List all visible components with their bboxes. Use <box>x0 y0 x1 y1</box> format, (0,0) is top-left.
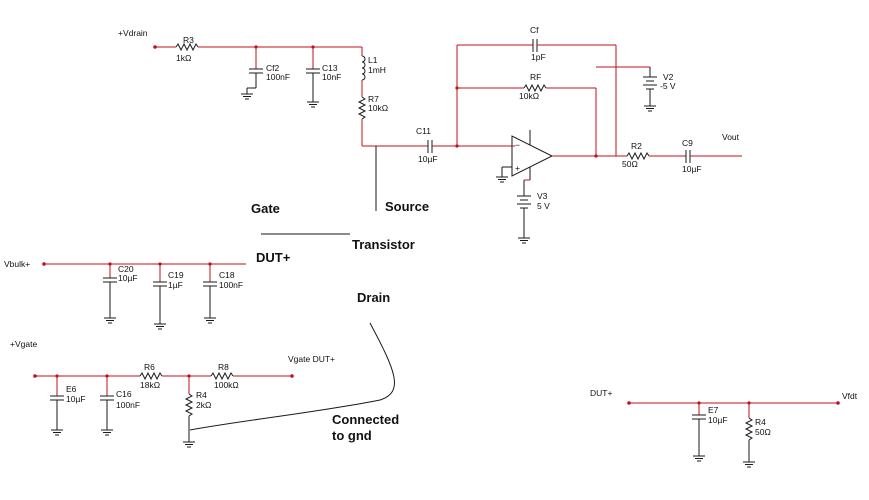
r3-value: 1kΩ <box>176 53 191 63</box>
r2-value: 50Ω <box>622 159 638 169</box>
opamp-minus: − <box>515 140 520 150</box>
opamp <box>511 135 554 177</box>
v3-value: 5 V <box>537 201 550 211</box>
e7-ref: E7 <box>708 405 719 415</box>
v3-ref: V3 <box>537 191 548 201</box>
c11-ref: C11 <box>416 126 431 136</box>
vfdt-section: DUT+ Vfdt E7 10µF R4 50Ω <box>590 388 858 468</box>
opamp-plus: + <box>515 163 520 173</box>
resistor-r3 <box>175 42 199 52</box>
cf-value: 1pF <box>531 52 546 62</box>
net-label-vdrain: +Vdrain <box>118 28 148 38</box>
vdrain-section: +Vdrain R3 1kΩ Cf2 100nF C13 10nF <box>118 28 515 211</box>
drain-to-gnd-curve <box>189 322 395 431</box>
capacitor-c11 <box>427 140 433 153</box>
rf-ref: RF <box>530 72 541 82</box>
capacitor-c20 <box>103 277 117 283</box>
net-label-vout: Vout <box>722 132 740 142</box>
r2-ref: R2 <box>631 141 642 151</box>
capacitor-c13 <box>306 68 320 74</box>
c16-value: 100nF <box>116 400 140 410</box>
net-label-vgate: +Vgate <box>10 339 37 349</box>
capacitor-e6 <box>50 395 64 401</box>
l1-value: 1mH <box>368 65 386 75</box>
r4b-value: 50Ω <box>755 427 771 437</box>
resistor-r4-out <box>744 417 754 441</box>
l1-ref: L1 <box>368 55 378 65</box>
resistor-r4-gate <box>184 393 194 417</box>
battery-v3 <box>517 195 531 209</box>
amplifier-section: Cf 1pF RF 10kΩ − + V2 -5 <box>455 25 742 244</box>
capacitor-e7 <box>692 414 706 420</box>
c9-value: 10µF <box>682 164 702 174</box>
vgate-section: +Vgate E6 10µF C16 100nF R6 18kΩ R4 2kΩ <box>10 339 335 448</box>
net-label-vgate-dut: Vgate DUT+ <box>288 354 335 364</box>
r4b-ref: R4 <box>755 417 766 427</box>
net-label-vfdt: Vfdt <box>842 391 858 401</box>
transistor-label: Transistor <box>352 237 415 252</box>
r6-value: 18kΩ <box>140 380 160 390</box>
inductor-l1 <box>361 55 366 81</box>
c18-ref: C18 <box>219 270 235 280</box>
r4a-ref: R4 <box>196 390 207 400</box>
dut-label: DUT+ <box>256 250 291 265</box>
c9-ref: C9 <box>682 138 693 148</box>
cf2-ref: Cf2 <box>266 63 280 73</box>
c11-value: 10µF <box>418 154 438 164</box>
c19-ref: C19 <box>168 270 184 280</box>
drain-label: Drain <box>357 290 390 305</box>
vbulk-section: Vbulk+ C20 10µF C19 1µF C18 100 <box>4 259 246 330</box>
r8-ref: R8 <box>218 362 229 372</box>
c20-value: 10µF <box>118 273 138 283</box>
transistor-annotation: Gate Source Transistor DUT+ Drain Connec… <box>189 199 429 443</box>
c18-value: 100nF <box>219 280 243 290</box>
capacitor-cf <box>532 39 538 52</box>
capacitor-c18 <box>203 281 217 287</box>
e6-ref: E6 <box>66 384 77 394</box>
battery-v2 <box>643 76 657 90</box>
capacitor-c16 <box>100 395 114 401</box>
r8-value: 100kΩ <box>214 380 239 390</box>
to-gnd-label: to gnd <box>332 428 372 443</box>
c19-value: 1µF <box>168 280 183 290</box>
v2-value: -5 V <box>660 81 676 91</box>
c16-ref: C16 <box>116 389 132 399</box>
r4a-value: 2kΩ <box>196 400 211 410</box>
e6-value: 10µF <box>66 394 86 404</box>
resistor-r6 <box>139 371 163 381</box>
cf-ref: Cf <box>530 25 539 35</box>
resistor-r7 <box>357 96 367 120</box>
net-label-dut-plus: DUT+ <box>590 388 612 398</box>
capacitor-c19 <box>153 281 167 287</box>
c13-ref: C13 <box>322 63 338 73</box>
capacitor-cf2 <box>249 68 263 74</box>
r7-ref: R7 <box>368 94 379 104</box>
cf2-value: 100nF <box>266 72 290 82</box>
capacitor-c9 <box>685 150 691 163</box>
c13-value: 10nF <box>322 72 341 82</box>
c20-ref: C20 <box>118 264 134 274</box>
r3-ref: R3 <box>183 35 194 45</box>
gate-label: Gate <box>251 201 280 216</box>
resistor-r2 <box>626 151 650 161</box>
net-label-vbulk: Vbulk+ <box>4 259 30 269</box>
source-label: Source <box>385 199 429 214</box>
rf-value: 10kΩ <box>519 91 539 101</box>
connected-label: Connected <box>332 412 399 427</box>
resistor-r8 <box>210 371 234 381</box>
r6-ref: R6 <box>144 362 155 372</box>
resistor-rf <box>523 83 547 93</box>
e7-value: 10µF <box>708 415 728 425</box>
r7-value: 10kΩ <box>368 103 388 113</box>
v2-ref: V2 <box>663 72 674 82</box>
